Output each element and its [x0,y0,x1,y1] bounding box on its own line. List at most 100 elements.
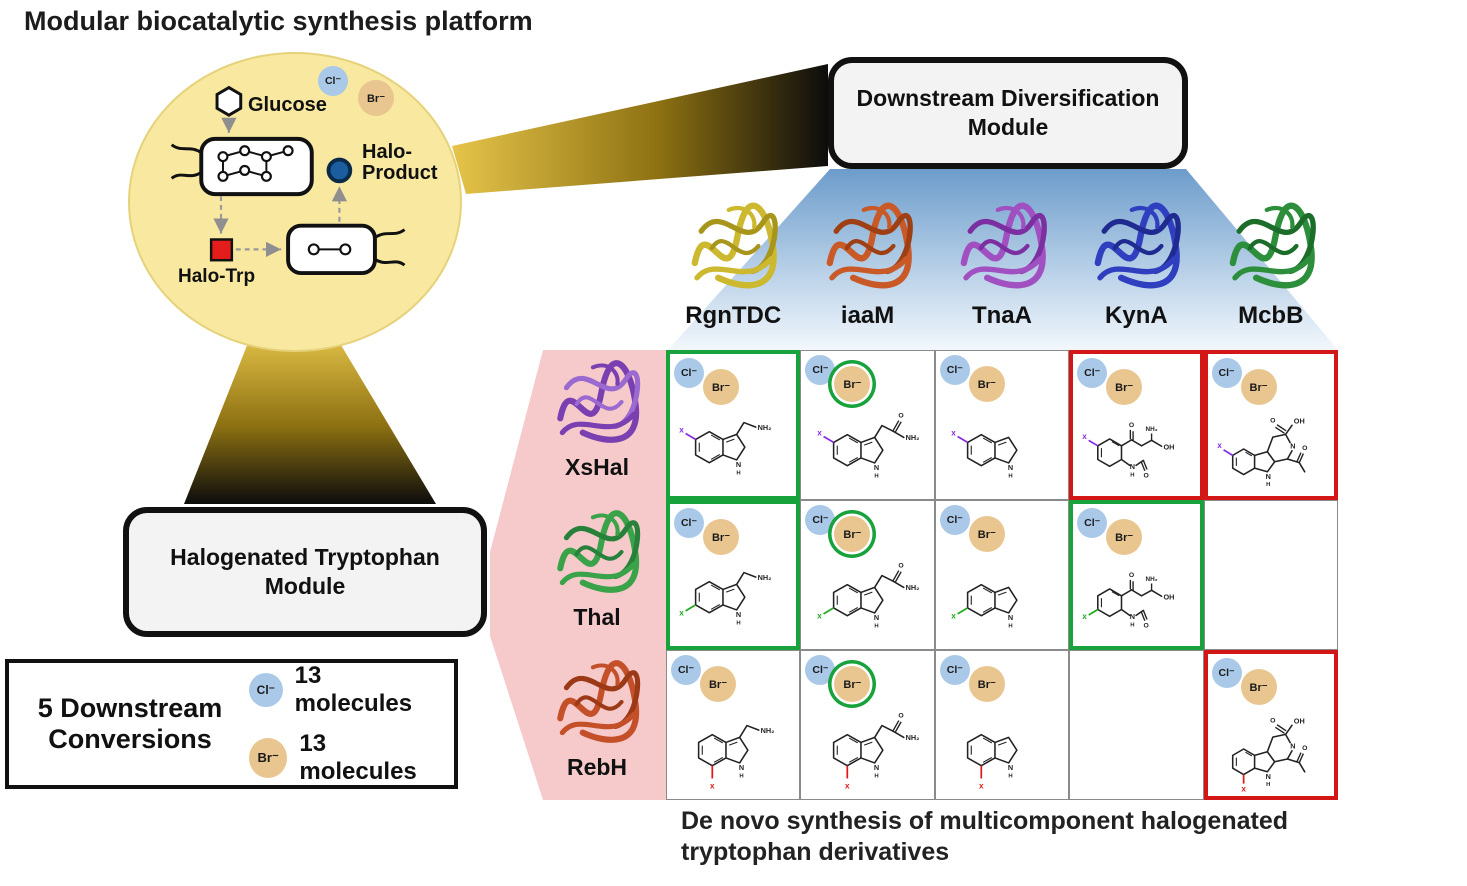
conversion-pathway [307,243,352,256]
bromide-count: 13 molecules [299,730,417,785]
metabolic-pathway [217,145,294,182]
svg-text:OH: OH [1163,592,1174,601]
enzyme-column-RgnTDC: RgnTDC [666,190,800,330]
svg-text:NH₂: NH₂ [758,573,772,582]
svg-text:x: x [1082,612,1087,621]
halogenase-row-Thal: Thal [528,500,666,650]
halogenase-label-Thal: Thal [573,604,621,630]
glucose-icon [215,85,243,117]
bromide-ion-highlighted: Br⁻ [834,666,871,702]
result-cell-RebH-KynA [1069,650,1204,800]
enzyme-column-iaaM: iaaM [800,190,934,330]
bromide-ion: Br⁻ [249,738,288,778]
svg-text:N: N [1290,742,1295,751]
legend-rows: Cl⁻ 13 molecules Br⁻ 13 molecules [249,662,444,786]
svg-text:x: x [680,608,685,617]
svg-text:N: N [874,463,879,472]
molecule-indole: NHx [951,583,1018,630]
bromide-ion: Br⁻ [1106,369,1143,405]
svg-text:N: N [874,613,879,622]
svg-text:O: O [898,712,904,719]
figure-caption: De novo synthesis of multicomponent halo… [681,807,1289,867]
svg-text:N: N [1008,463,1013,472]
cell-factory-diagram: Glucose Cl⁻ Br⁻ Halo-Product Halo-Trp [128,52,462,352]
protein-ribbon [960,202,1047,289]
enzyme-label-iaaM: iaaM [840,302,895,329]
svg-text:H: H [1009,624,1013,630]
svg-text:O: O [1270,718,1276,725]
protein-structure-XsHal [546,350,648,454]
bromide-ion: Br⁻ [1240,669,1277,705]
svg-text:O: O [898,412,904,419]
svg-text:H: H [1266,482,1270,488]
svg-text:OH: OH [1294,716,1305,725]
svg-text:H: H [1009,774,1013,780]
svg-text:H: H [1009,474,1013,480]
halogenated-module-box: Halogenated Tryptophan Module [123,507,487,637]
beam-to-halogenated-module [184,330,436,504]
svg-text:O: O [1143,622,1149,629]
enzyme-columns: RgnTDC iaaM TnaA KynA [666,190,1338,330]
svg-text:NH₂: NH₂ [761,726,775,735]
legend-box: 5 Downstream Conversions Cl⁻ 13 molecule… [5,659,458,789]
svg-text:O: O [1302,745,1308,752]
chloride-ion: Cl⁻ [249,673,283,707]
svg-text:N: N [1008,613,1013,622]
protein-structure-TnaA [949,190,1055,302]
svg-text:OH: OH [1163,442,1174,451]
bromide-ion: Br⁻ [968,516,1005,552]
bromide-ion-highlighted: Br⁻ [834,366,871,402]
halogenase-row-RebH: RebH [528,650,666,800]
molecule-indole: NHx [967,733,1018,790]
figure-title: Modular biocatalytic synthesis platform [24,6,533,36]
svg-text:H: H [1130,472,1134,478]
svg-text:N: N [1266,772,1271,781]
protein-ribbon [1095,202,1182,289]
svg-text:H: H [874,624,878,630]
beam-to-downstream-module [452,64,828,194]
bromide-ion-highlighted: Br⁻ [834,516,871,552]
svg-text:NH₂: NH₂ [758,423,772,432]
bromide-ion: Br⁻ [1106,519,1143,555]
protein-ribbon [826,202,913,289]
halo-trp-label: Halo-Trp [178,266,256,287]
chloride-ion: Cl⁻ [805,655,836,685]
svg-text:N: N [1008,763,1013,772]
chloride-ion: Cl⁻ [939,505,970,535]
producer-cell [199,136,314,197]
enzyme-label-RgnTDC: RgnTDC [685,302,782,329]
chloride-count: 13 molecules [294,662,413,717]
chloride-ion: Cl⁻ [939,655,970,685]
chloride-ion: Cl⁻ [674,358,704,388]
chloride-ion: Cl⁻ [1077,508,1108,538]
bromide-ion: Br⁻ [703,519,739,555]
svg-text:N: N [1129,462,1134,471]
producer-cell-flagella [170,143,203,180]
enzyme-label-McbB: McbB [1238,302,1304,329]
svg-text:NH₂: NH₂ [905,733,919,742]
halogenase-label-RebH: RebH [566,754,628,780]
enzyme-column-KynA: KynA [1069,190,1203,330]
protein-structure-McbB [1218,190,1324,302]
svg-text:O: O [1143,472,1149,479]
svg-text:H: H [1266,782,1270,788]
legend-row-bromide: Br⁻ 13 molecules [249,730,444,786]
svg-text:x: x [1217,441,1222,450]
svg-text:NH₂: NH₂ [1145,426,1157,433]
svg-text:H: H [1130,622,1134,628]
enzyme-column-TnaA: TnaA [935,190,1069,330]
svg-text:N: N [739,763,744,772]
